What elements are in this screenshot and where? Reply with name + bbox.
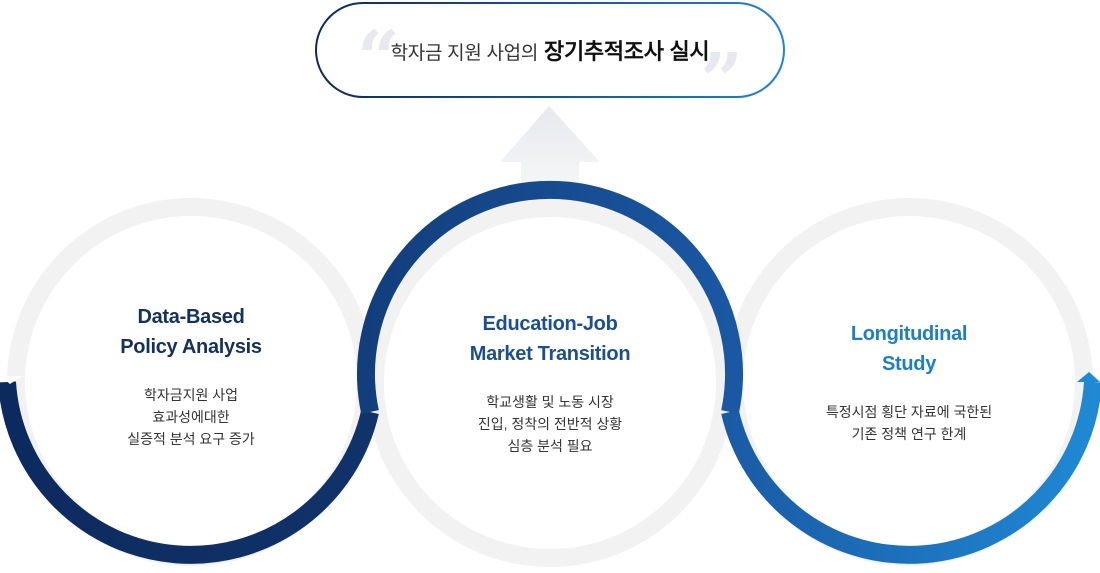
circle-right-description: 특정시점 횡단 자료에 국한된 기존 정책 연구 한계	[759, 401, 1059, 445]
circle-left-title-line2: Policy Analysis	[120, 336, 262, 358]
up-arrow-icon	[500, 106, 600, 198]
circle-left-title: Data-Based Policy Analysis	[41, 302, 341, 362]
circle-middle-content: Education-Job Market Transition 학교생활 및 노…	[400, 309, 700, 457]
ring-middle-arc	[357, 180, 743, 414]
circle-left-title-line1: Data-Based	[137, 306, 245, 328]
circle-left-content: Data-Based Policy Analysis 학자금지원 사업 효과성에…	[41, 302, 341, 450]
circle-right-desc-line2: 기존 정책 연구 한계	[851, 426, 967, 442]
circle-left-desc-line2: 효과성에대한	[152, 409, 230, 425]
circle-left-desc-line3: 실증적 분석 요구 증가	[127, 431, 255, 447]
circle-right-desc-line1: 특정시점 횡단 자료에 국한된	[825, 404, 993, 420]
circle-left-description: 학자금지원 사업 효과성에대한 실증적 분석 요구 증가	[41, 384, 341, 450]
close-quote-icon: ”	[700, 38, 743, 124]
circle-middle-title-line2: Market Transition	[469, 343, 631, 365]
circle-middle-description: 학교생활 및 노동 시장 진입, 정착의 전반적 상황 심층 분석 필요	[400, 391, 700, 457]
flow-start-notch	[0, 376, 22, 384]
circle-right-title-line1: Longitudinal	[850, 323, 968, 345]
banner-text-plain: 학자금 지원 사업의	[390, 43, 539, 64]
circle-left-desc-line1: 학자금지원 사업	[143, 387, 239, 403]
banner-text-highlight: 장기추적조사 실시	[544, 39, 710, 64]
flow-end-arrowhead	[1077, 372, 1100, 382]
circle-middle-desc-line1: 학교생활 및 노동 시장	[486, 394, 614, 410]
circle-right-title-line2: Study	[881, 353, 937, 375]
circle-right-title: Longitudinal Study	[759, 319, 1059, 379]
circle-middle-desc-line3: 심층 분석 필요	[507, 438, 593, 454]
circle-middle-desc-line2: 진입, 정착의 전반적 상황	[477, 416, 623, 432]
circle-right-content: Longitudinal Study 특정시점 횡단 자료에 국한된 기존 정책…	[759, 319, 1059, 445]
open-quote-icon: “	[357, 16, 400, 102]
ring-right-arc	[721, 381, 1100, 564]
ring-left-arc	[0, 381, 379, 564]
circle-middle-title-line1: Education-Job	[482, 313, 618, 335]
circle-middle-title: Education-Job Market Transition	[400, 309, 700, 369]
